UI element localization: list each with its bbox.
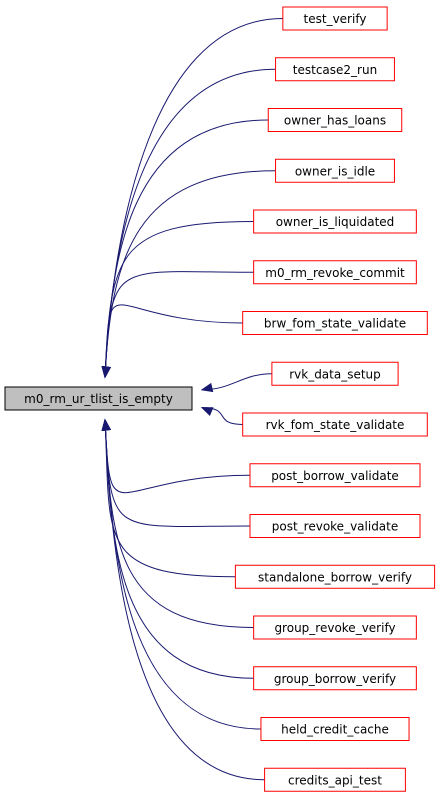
- edge-brw-fom-state-validate: [101, 304, 243, 379]
- caller-node-brw-fom-state-validate[interactable]: brw_fom_state_validate: [242, 311, 428, 335]
- caller-node-box-owner-is-idle: [275, 158, 395, 183]
- caller-node-box-held-credit-cache: [260, 717, 410, 741]
- arrowhead-brw-fom-state-validate: [101, 366, 111, 379]
- nodes: m0_rm_ur_tlist_is_empty test_verifytestca…: [4, 6, 436, 792]
- caller-node-label-group-borrow-verify: group_borrow_verify: [274, 672, 396, 686]
- caller-node-group-revoke-verify[interactable]: group_revoke_verify: [253, 615, 417, 640]
- caller-node-label-test-verify: test_verify: [304, 12, 367, 26]
- caller-node-post-borrow-validate[interactable]: post_borrow_validate: [249, 463, 421, 488]
- caller-node-label-post-borrow-validate: post_borrow_validate: [271, 469, 399, 483]
- caller-node-box-rvk-data-setup: [271, 361, 399, 386]
- edge-line-rvk-data-setup: [201, 373, 272, 391]
- caller-node-label-owner-has-loans: owner_has_loans: [284, 114, 386, 128]
- caller-node-box-group-borrow-verify: [253, 666, 417, 691]
- caller-node-credits-api-test[interactable]: credits_api_test: [264, 767, 406, 792]
- caller-node-box-post-revoke-validate: [249, 514, 421, 538]
- edge-line-brw-fom-state-validate: [104, 304, 243, 378]
- caller-node-box-post-borrow-validate: [249, 463, 421, 488]
- edge-m0-rm-revoke-commit: [101, 271, 254, 379]
- caller-node-held-credit-cache[interactable]: held_credit_cache: [260, 717, 410, 741]
- edge-owner-is-liquidated: [101, 221, 254, 379]
- caller-node-label-held-credit-cache: held_credit_cache: [281, 723, 389, 737]
- arrowhead-rvk-data-setup: [200, 382, 214, 393]
- caller-node-label-testcase2-run: testcase2_run: [293, 63, 377, 77]
- edge-owner-is-idle: [101, 170, 276, 379]
- arrowhead-rvk-fom-state-validate: [200, 407, 214, 417]
- caller-node-box-credits-api-test: [264, 767, 406, 792]
- caller-node-standalone-borrow-verify[interactable]: standalone_borrow_verify: [234, 564, 436, 589]
- caller-node-rvk-fom-state-validate[interactable]: rvk_fom_state_validate: [242, 412, 428, 437]
- edge-owner-has-loans: [101, 119, 269, 379]
- caller-node-test-verify[interactable]: test_verify: [282, 6, 388, 31]
- caller-node-box-test-verify: [282, 6, 388, 31]
- root-node[interactable]: m0_rm_ur_tlist_is_empty: [4, 386, 193, 411]
- caller-node-label-brw-fom-state-validate: brw_fom_state_validate: [264, 317, 406, 331]
- caller-node-label-owner-is-idle: owner_is_idle: [295, 164, 375, 178]
- caller-node-owner-is-idle[interactable]: owner_is_idle: [275, 158, 395, 183]
- edge-line-group-revoke-verify: [104, 419, 254, 628]
- caller-node-label-m0-rm-revoke-commit: m0_rm_revoke_commit: [265, 266, 405, 280]
- caller-node-post-revoke-validate[interactable]: post_revoke_validate: [249, 514, 421, 538]
- caller-node-box-testcase2-run: [275, 57, 395, 82]
- caller-node-label-credits-api-test: credits_api_test: [288, 773, 382, 787]
- caller-node-box-owner-has-loans: [267, 108, 403, 132]
- caller-node-label-rvk-data-setup: rvk_data_setup: [289, 367, 381, 381]
- edge-rvk-fom-state-validate: [200, 407, 243, 425]
- edge-line-standalone-borrow-verify: [104, 419, 236, 578]
- edge-credits-api-test: [101, 418, 265, 781]
- arrowhead-credits-api-test: [101, 418, 111, 431]
- caller-node-rvk-data-setup[interactable]: rvk_data_setup: [271, 361, 399, 386]
- edge-rvk-data-setup: [200, 373, 272, 393]
- caller-node-box-owner-is-liquidated: [253, 209, 417, 234]
- caller-node-group-borrow-verify[interactable]: group_borrow_verify: [253, 666, 417, 691]
- caller-node-testcase2-run[interactable]: testcase2_run: [275, 57, 395, 82]
- edge-line-owner-is-idle: [104, 170, 276, 378]
- caller-node-owner-is-liquidated[interactable]: owner_is_liquidated: [253, 209, 417, 234]
- edge-group-borrow-verify: [101, 418, 254, 679]
- caller-node-box-rvk-fom-state-validate: [242, 412, 428, 437]
- caller-node-label-group-revoke-verify: group_revoke_verify: [274, 621, 395, 635]
- edge-post-borrow-validate: [101, 418, 251, 494]
- edge-line-credits-api-test: [104, 419, 265, 781]
- caller-node-label-owner-is-liquidated: owner_is_liquidated: [276, 215, 395, 229]
- edge-line-group-borrow-verify: [104, 419, 254, 679]
- edge-line-m0-rm-revoke-commit: [104, 271, 254, 378]
- caller-node-box-brw-fom-state-validate: [242, 311, 428, 335]
- edges: [101, 18, 283, 781]
- caller-node-box-group-revoke-verify: [253, 615, 417, 640]
- caller-node-box-standalone-borrow-verify: [234, 564, 436, 589]
- edge-line-post-borrow-validate: [104, 419, 251, 494]
- caller-node-owner-has-loans[interactable]: owner_has_loans: [267, 108, 403, 132]
- edge-post-revoke-validate: [101, 418, 251, 527]
- caller-node-label-standalone-borrow-verify: standalone_borrow_verify: [258, 570, 412, 584]
- edge-group-revoke-verify: [101, 418, 254, 628]
- root-node-box: [4, 386, 193, 411]
- edge-line-post-revoke-validate: [104, 419, 251, 527]
- caller-node-label-rvk-fom-state-validate: rvk_fom_state_validate: [266, 418, 405, 432]
- root-node-label: m0_rm_ur_tlist_is_empty: [24, 392, 173, 406]
- caller-node-m0-rm-revoke-commit[interactable]: m0_rm_revoke_commit: [253, 260, 417, 285]
- caller-node-label-post-revoke-validate: post_revoke_validate: [272, 520, 399, 534]
- caller-node-box-m0-rm-revoke-commit: [253, 260, 417, 285]
- edge-line-owner-is-liquidated: [104, 221, 254, 378]
